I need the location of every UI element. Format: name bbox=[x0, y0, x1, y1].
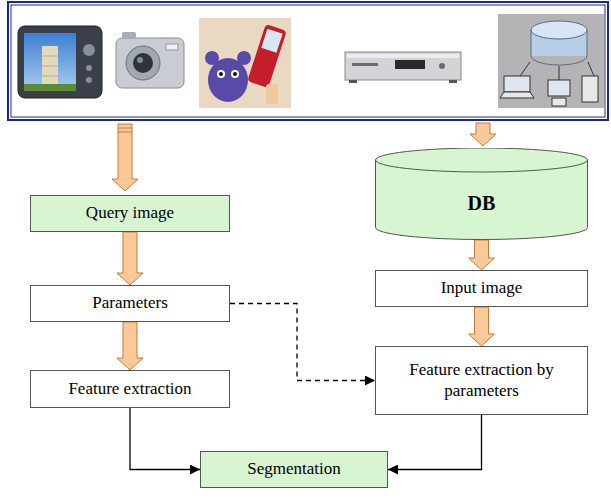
input-box: Query image bbox=[30, 195, 230, 232]
node-content: Parameters bbox=[31, 286, 229, 321]
node-content: DB bbox=[375, 148, 588, 240]
node-label: DB bbox=[468, 191, 496, 215]
node-content: Input image bbox=[376, 271, 587, 306]
camera-picture bbox=[116, 32, 184, 88]
node-label: Segmentation bbox=[247, 459, 340, 479]
node-content: Feature extraction by parameters bbox=[376, 347, 587, 414]
process-box: Feature extraction by parameters bbox=[375, 346, 588, 415]
connector-line bbox=[130, 408, 200, 470]
cylinder-rim bbox=[376, 160, 588, 172]
phone-picture bbox=[199, 18, 291, 108]
process-box: Feature extraction bbox=[30, 370, 230, 408]
node-label: Input image bbox=[441, 278, 523, 298]
dashed-connector bbox=[230, 304, 375, 381]
output-box: Segmentation bbox=[200, 451, 388, 488]
node-content: Query image bbox=[31, 196, 229, 231]
dvd-player-picture bbox=[345, 52, 461, 83]
process-box: Input image bbox=[375, 270, 588, 307]
photo-frame-picture bbox=[18, 26, 102, 98]
node-label: Parameters bbox=[92, 293, 168, 313]
flow-arrow bbox=[469, 240, 495, 270]
node-label: Feature extraction bbox=[68, 379, 191, 399]
cylinder-body bbox=[376, 148, 588, 240]
node-content: Feature extraction bbox=[31, 371, 229, 407]
process-box: Parameters bbox=[30, 285, 230, 322]
network-picture bbox=[498, 14, 604, 108]
flow-arrow bbox=[117, 322, 143, 370]
node-label: Feature extraction by parameters bbox=[384, 360, 579, 401]
flow-arrow bbox=[117, 232, 143, 285]
device-band bbox=[8, 2, 608, 120]
connector-line bbox=[388, 415, 482, 470]
flow-arrow bbox=[469, 307, 495, 346]
node-content: Segmentation bbox=[201, 452, 387, 487]
database-cylinder: DB bbox=[375, 148, 588, 240]
node-label: Query image bbox=[86, 203, 174, 223]
